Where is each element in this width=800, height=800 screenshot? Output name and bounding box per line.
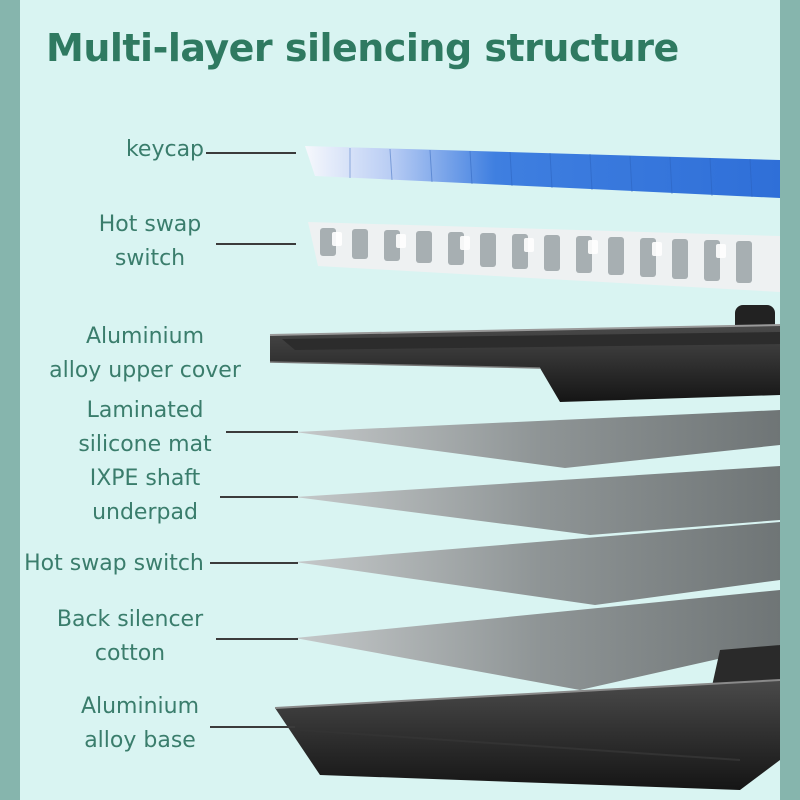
- label-silicone-mat: Laminated silicone mat: [78, 398, 212, 457]
- label-silencer-cotton: Back silencer cotton: [56, 607, 204, 666]
- label-hot-swap-switch-top: Hot swap switch: [98, 212, 202, 271]
- label-ixpe-underpad: IXPE shaft underpad: [89, 466, 201, 525]
- label-hot-swap-switch-mid: Hot swap switch: [24, 551, 204, 576]
- leader-hot-swap-switch-top: [216, 243, 296, 245]
- content-panel: Multi-layer silencing structure: [20, 0, 780, 800]
- label-upper-cover: Aluminium alloy upper cover: [49, 324, 241, 383]
- keycap-layer: [305, 146, 780, 198]
- label-alloy-base: Aluminium alloy base: [80, 694, 200, 753]
- leader-silencer-cotton: [216, 638, 298, 640]
- leader-keycap: [206, 152, 296, 154]
- upper-cover-layer: [269, 305, 780, 402]
- page-title: Multi-layer silencing structure: [46, 26, 679, 70]
- label-keycap: keycap: [125, 137, 205, 162]
- leader-silicone-mat: [226, 431, 298, 433]
- silicone-mat-layer: [295, 410, 780, 468]
- leader-hot-swap-switch-mid: [210, 562, 298, 564]
- alloy-base-layer: [274, 645, 780, 790]
- leader-alloy-base: [210, 726, 295, 728]
- leader-ixpe-underpad: [220, 496, 298, 498]
- layer-illustration: [269, 146, 780, 790]
- switch-pad-layer: [295, 522, 780, 605]
- switch-layer: [308, 222, 780, 292]
- ixpe-underpad-layer: [295, 466, 780, 535]
- silencer-cotton-layer: [295, 590, 780, 690]
